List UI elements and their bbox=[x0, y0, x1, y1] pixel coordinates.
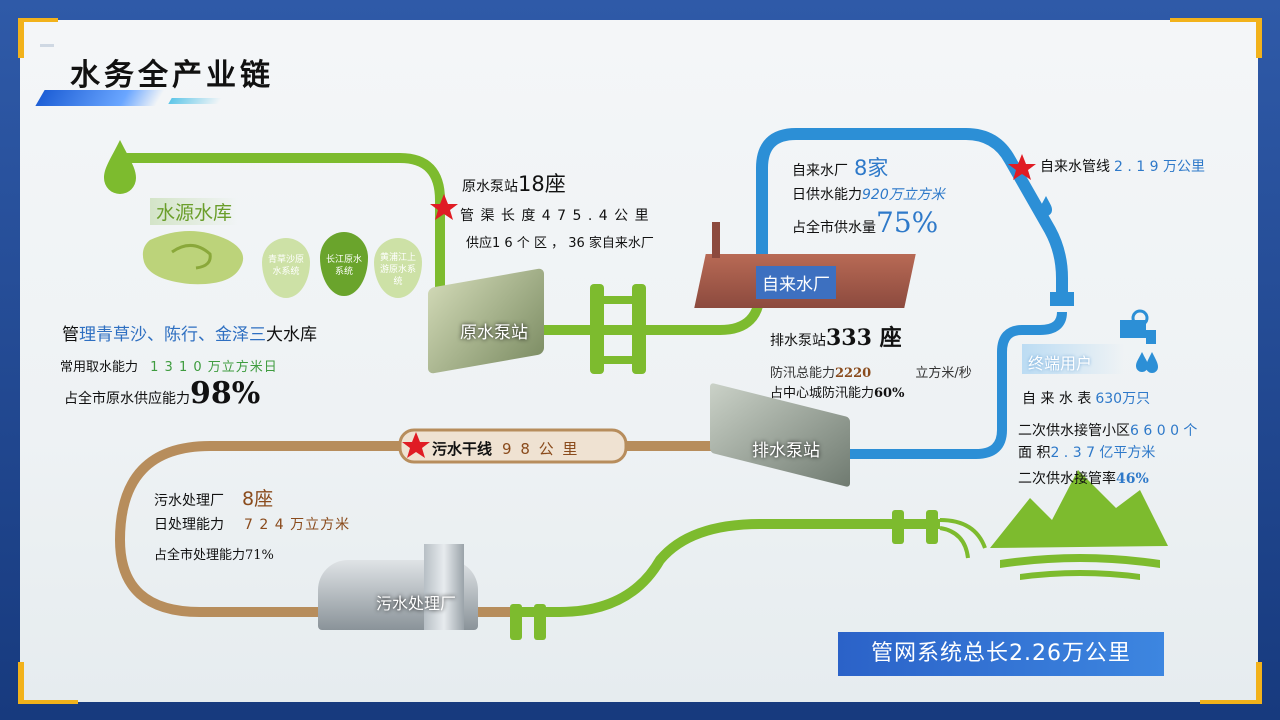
sewage-plant-tower bbox=[424, 544, 464, 630]
corner-accent bbox=[18, 18, 58, 22]
reservoir-bubble bbox=[262, 238, 310, 298]
reservoir-bubble bbox=[374, 238, 422, 298]
raw-water-share: 占全市原水供应能力98% bbox=[64, 376, 261, 411]
tap-water-pipe bbox=[756, 128, 1068, 300]
raw-pump-station-label: 原水泵站 bbox=[460, 323, 528, 343]
corner-accent bbox=[18, 700, 78, 704]
bubble-label: 青草沙原水系统 bbox=[267, 255, 304, 277]
terminal-user-box bbox=[1022, 344, 1124, 374]
reservoir-bubble bbox=[320, 232, 368, 296]
bubble-label: 黄浦江上游原水系统 bbox=[379, 253, 416, 287]
plant-share: 占全市供水量75% bbox=[792, 206, 939, 239]
valve-icon bbox=[510, 604, 522, 640]
corner-accent bbox=[1170, 18, 1262, 22]
valve-icon bbox=[632, 284, 646, 374]
title-accent-bar bbox=[40, 44, 54, 47]
raw-station-count: 原水泵站18座 bbox=[462, 172, 566, 196]
reservoir-heading: 水源水库 bbox=[150, 198, 239, 225]
plant-daily: 日供水能力920万立方米 bbox=[792, 187, 945, 203]
mountain-icon bbox=[990, 470, 1168, 548]
star-icon bbox=[430, 194, 458, 220]
reservoir-manage: 管理青草沙、陈行、金泽三大水库 bbox=[62, 325, 317, 345]
sewage-main-pipe bbox=[398, 428, 628, 464]
sewage-plant-label: 污水处理厂 bbox=[376, 594, 457, 613]
sewage-plant-share: 占全市处理能力71% bbox=[154, 548, 274, 563]
pipe-joint bbox=[1050, 292, 1074, 306]
secondary-area: 面 积2 . 3 7 亿平方米 bbox=[1018, 445, 1156, 461]
corner-accent bbox=[1256, 662, 1262, 704]
valve-icon bbox=[926, 510, 938, 544]
secondary-supply: 二次供水接管小区6 6 0 0 个 bbox=[1018, 423, 1198, 439]
network-total-banner: 管网系统总长2.26万公里 bbox=[838, 632, 1164, 676]
intake-capacity: 常用取水能力 1 3 1 0 万立方米日 bbox=[60, 360, 278, 375]
drain-flood-capacity: 防汛总能力2220 立方米/秒 bbox=[770, 366, 972, 381]
secondary-rate: 二次供水接管率46% bbox=[1018, 471, 1149, 487]
star-icon bbox=[402, 432, 430, 458]
reservoir-icon bbox=[142, 231, 244, 285]
water-plant-chimney bbox=[712, 222, 720, 258]
raw-pipe-length: 管 渠 长 度 4 7 5 . 4 公 里 bbox=[460, 208, 650, 224]
drain-count: 排水泵站333 座 bbox=[770, 325, 902, 351]
valve-icon bbox=[590, 284, 604, 374]
water-drop-icon bbox=[104, 140, 136, 194]
faucet-icon bbox=[1120, 320, 1156, 344]
water-plant-label: 自来水厂 bbox=[756, 266, 836, 299]
corner-accent bbox=[1200, 700, 1262, 704]
bubble-label: 长江原水系统 bbox=[325, 255, 362, 277]
star-icon bbox=[1008, 154, 1036, 180]
corner-accent bbox=[18, 18, 24, 58]
page-title: 水务全产业链 bbox=[70, 58, 274, 93]
corner-accent bbox=[1256, 18, 1262, 58]
sewage-pipe bbox=[114, 441, 520, 617]
drain-pump-station-label: 排水泵站 bbox=[752, 441, 820, 461]
treated-water-pipe bbox=[520, 519, 940, 617]
valve-icon bbox=[892, 510, 904, 544]
raw-supply: 供应1 6 个 区 ， 36 家自来水厂 bbox=[466, 236, 654, 251]
drain-city-share: 占中心城防汛能力60% bbox=[770, 386, 905, 401]
corner-accent bbox=[18, 662, 24, 704]
valve-icon bbox=[534, 604, 546, 640]
terminal-user-label: 终端用户 bbox=[1028, 354, 1093, 373]
